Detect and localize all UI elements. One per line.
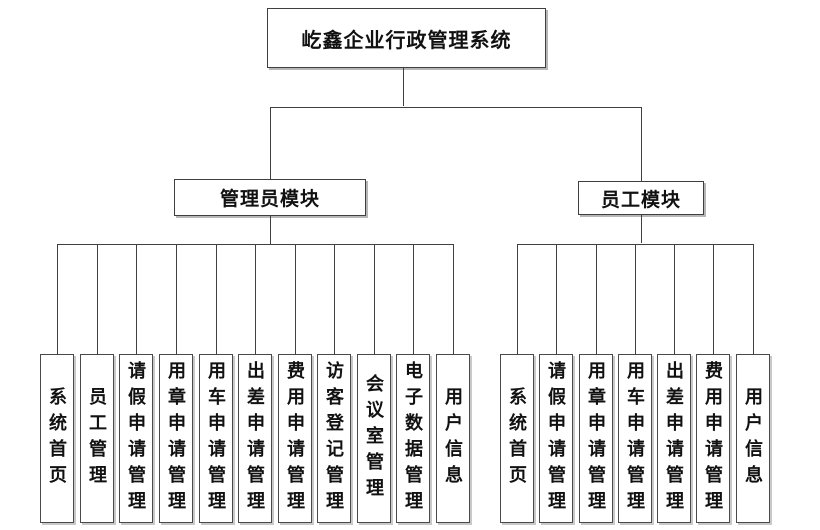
leaf-box-admin-expense-request-mgmt: 费用申请管理 <box>278 245 312 523</box>
leaf-box-admin-trip-request-mgmt: 出差申请管理 <box>238 245 272 523</box>
leaf-label: 访客登记管理 <box>324 360 344 517</box>
module-box-admin: 管理员模块 <box>174 108 366 244</box>
leaf-box-admin-electronic-data-mgmt: 电子数据管理 <box>396 245 430 523</box>
leaf-label: 请假申请管理 <box>546 360 566 517</box>
leaf-box-employee-seal-request-mgmt: 用章申请管理 <box>579 245 613 523</box>
leaf-box-admin-leave-request-mgmt: 请假申请管理 <box>119 245 153 523</box>
leaf-label: 电子数据管理 <box>403 360 423 517</box>
leaf-label: 系统首页 <box>47 386 67 491</box>
leaf-box-admin-user-info: 用户信息 <box>436 245 470 523</box>
root-node-box: 屹鑫企业行政管理系统 <box>267 8 546 106</box>
leaf-box-admin-visitor-registration-mgmt: 访客登记管理 <box>317 245 351 523</box>
leaf-label: 请假申请管理 <box>126 360 146 517</box>
leaf-box-employee-trip-request-mgmt: 出差申请管理 <box>657 245 691 523</box>
leaf-label: 出差申请管理 <box>664 360 684 517</box>
leaf-box-admin-employee-mgmt: 员工管理 <box>80 245 114 523</box>
root-node-label: 屹鑫企业行政管理系统 <box>301 29 512 52</box>
leaf-label: 用户信息 <box>743 386 763 491</box>
leaf-box-employee-expense-request-mgmt: 费用申请管理 <box>696 245 730 523</box>
leaf-box-admin-meeting-room-mgmt: 会议室管理 <box>357 245 391 523</box>
leaf-label: 用车申请管理 <box>625 360 645 517</box>
leaf-label: 用户信息 <box>443 386 463 491</box>
module-box-employee: 员工模块 <box>578 108 704 243</box>
admin-bus-line <box>57 244 454 245</box>
leaf-box-employee-user-info: 用户信息 <box>736 245 770 523</box>
module-employee-label: 员工模块 <box>600 189 681 211</box>
leaf-label: 员工管理 <box>87 386 107 491</box>
leaf-box-admin-system-home: 系统首页 <box>40 245 74 523</box>
leaf-label: 会议室管理 <box>364 373 384 504</box>
module-admin-label: 管理员模块 <box>219 189 320 210</box>
leaf-box-employee-vehicle-request-mgmt: 用车申请管理 <box>618 245 652 523</box>
employee-bus-line <box>517 244 754 245</box>
leaf-label: 费用申请管理 <box>285 360 305 517</box>
connector-split-line <box>270 107 642 108</box>
leaf-label: 用车申请管理 <box>206 360 226 517</box>
leaf-label: 用章申请管理 <box>166 360 186 517</box>
leaf-label: 费用申请管理 <box>703 360 723 517</box>
leaf-box-admin-vehicle-request-mgmt: 用车申请管理 <box>199 245 233 523</box>
leaf-box-admin-seal-request-mgmt: 用章申请管理 <box>159 245 193 523</box>
leaf-box-employee-system-home: 系统首页 <box>500 245 534 523</box>
leaf-box-employee-leave-request-mgmt: 请假申请管理 <box>539 245 573 523</box>
leaf-label: 用章申请管理 <box>586 360 606 517</box>
leaf-label: 出差申请管理 <box>245 360 265 517</box>
leaf-label: 系统首页 <box>507 386 527 491</box>
